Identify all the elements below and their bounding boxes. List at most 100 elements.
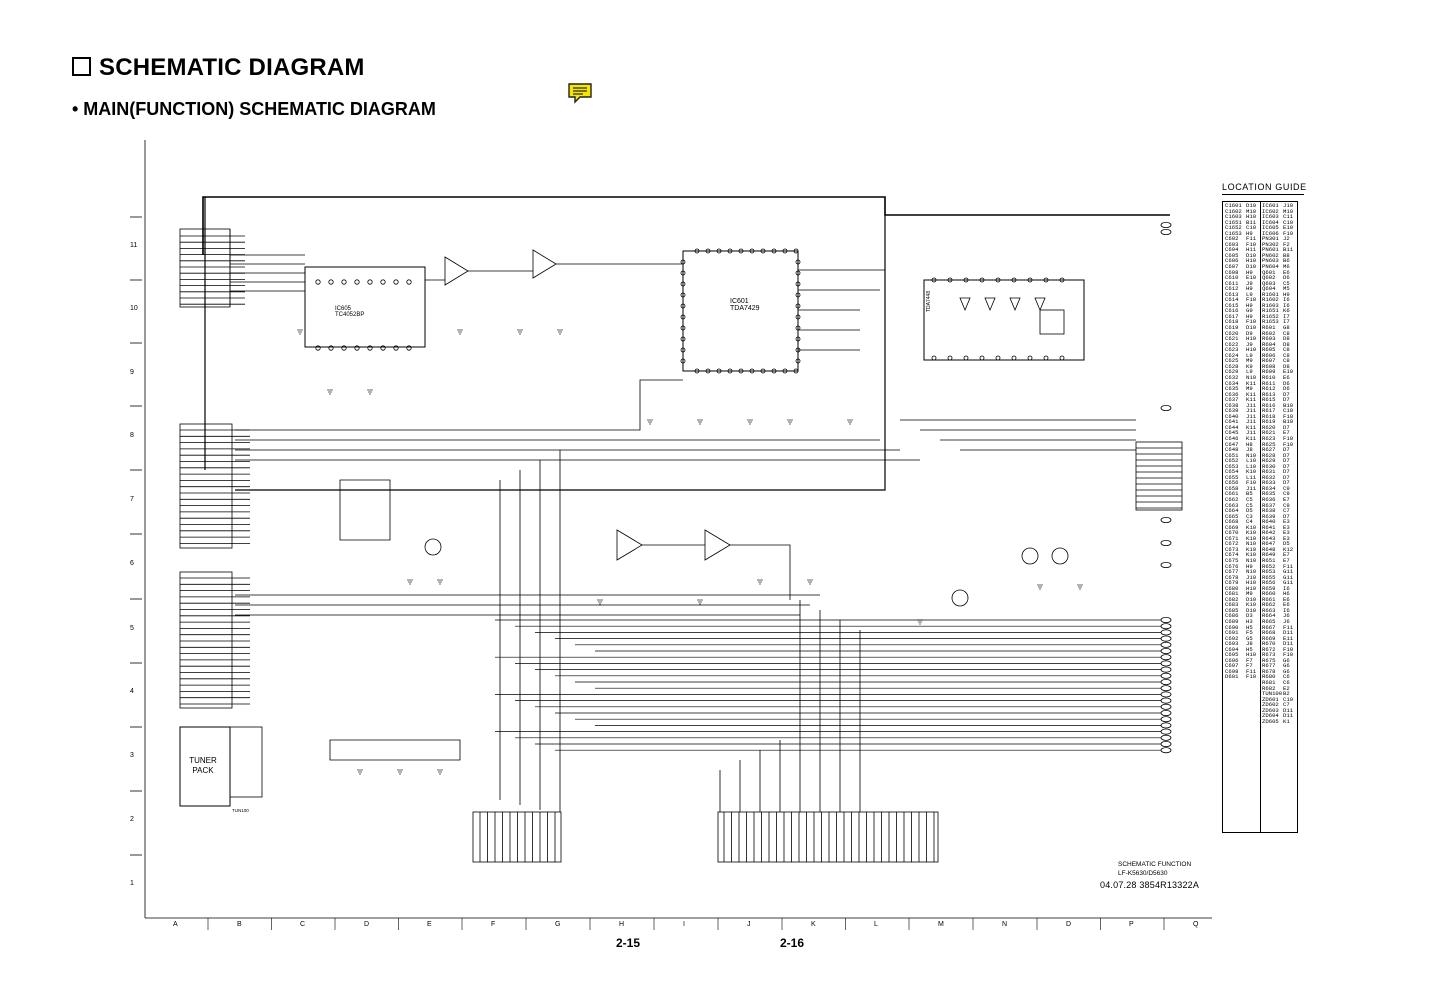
component-location: B5 xyxy=(1246,490,1253,498)
component-ref: C697 xyxy=(1225,662,1239,670)
component-ref: C612 xyxy=(1225,285,1239,293)
component-ref: C614 xyxy=(1225,296,1239,304)
component-location: H9 xyxy=(1283,290,1290,298)
component-location: E6 xyxy=(1283,268,1290,276)
component-ref: C639 xyxy=(1225,407,1239,415)
component-location: H6 xyxy=(1283,590,1290,598)
component-ref: R659 xyxy=(1262,584,1276,592)
component-location: E10 xyxy=(1246,274,1257,282)
component-ref: C658 xyxy=(1225,484,1239,492)
component-ref: IC606 xyxy=(1262,229,1279,237)
component-location: C9 xyxy=(1283,484,1290,492)
component-location: H10 xyxy=(1246,584,1257,592)
tuner-ref-label: TUN100 xyxy=(232,808,249,813)
component-ref: R1602 xyxy=(1262,296,1279,304)
component-location: F10 xyxy=(1246,479,1257,487)
component-ref: C661 xyxy=(1225,490,1239,498)
component-location: D5 xyxy=(1283,540,1290,548)
component-ref: R647 xyxy=(1262,540,1276,548)
component-ref: R681 xyxy=(1262,679,1276,687)
component-location: N10 xyxy=(1246,451,1257,459)
component-location: K1 xyxy=(1283,717,1290,725)
component-location: J10 xyxy=(1283,202,1294,209)
component-location: M6 xyxy=(1283,263,1290,271)
component-ref: PN601 xyxy=(1262,246,1279,254)
component-ref: C694 xyxy=(1225,645,1239,653)
component-ref: PN301 xyxy=(1262,235,1279,243)
component-ref: R678 xyxy=(1262,667,1276,675)
component-location: F7 xyxy=(1246,656,1253,664)
component-location: J11 xyxy=(1246,484,1257,492)
grid-row-label: 2 xyxy=(130,816,134,823)
component-location: E6 xyxy=(1283,601,1290,609)
component-ref: C671 xyxy=(1225,534,1239,542)
component-ref: R608 xyxy=(1262,362,1276,370)
component-ref: R630 xyxy=(1262,462,1276,470)
component-ref: R613 xyxy=(1262,390,1276,398)
component-ref: IC602 xyxy=(1262,207,1279,215)
component-location: J9 xyxy=(1246,279,1253,287)
component-ref: R1653 xyxy=(1262,318,1279,326)
component-location: F11 xyxy=(1246,235,1257,243)
component-location: D7 xyxy=(1283,473,1290,481)
component-ref: C602 xyxy=(1225,235,1239,243)
component-location: E3 xyxy=(1283,529,1290,537)
component-location: D7 xyxy=(1283,423,1290,431)
component-location: K11 xyxy=(1246,434,1257,442)
component-ref: R637 xyxy=(1262,501,1276,509)
note-icon[interactable] xyxy=(567,82,593,104)
checkbox-bullet-icon xyxy=(72,57,91,76)
component-ref: R633 xyxy=(1262,479,1276,487)
component-location: L11 xyxy=(1246,473,1257,481)
component-ref: PN302 xyxy=(1262,240,1279,248)
component-location: L10 xyxy=(1246,457,1257,465)
component-location: J6 xyxy=(1283,618,1290,626)
grid-row-label: 8 xyxy=(130,432,134,439)
component-location: E10 xyxy=(1283,368,1294,376)
component-ref: C636 xyxy=(1225,390,1239,398)
component-location: E6 xyxy=(1283,595,1290,603)
component-location: M10 xyxy=(1283,207,1294,215)
component-location: H10 xyxy=(1246,257,1257,265)
component-ref: R603 xyxy=(1262,335,1276,343)
component-location: K11 xyxy=(1246,390,1257,398)
component-ref: C698 xyxy=(1225,667,1239,675)
component-location: C8 xyxy=(1283,346,1290,354)
